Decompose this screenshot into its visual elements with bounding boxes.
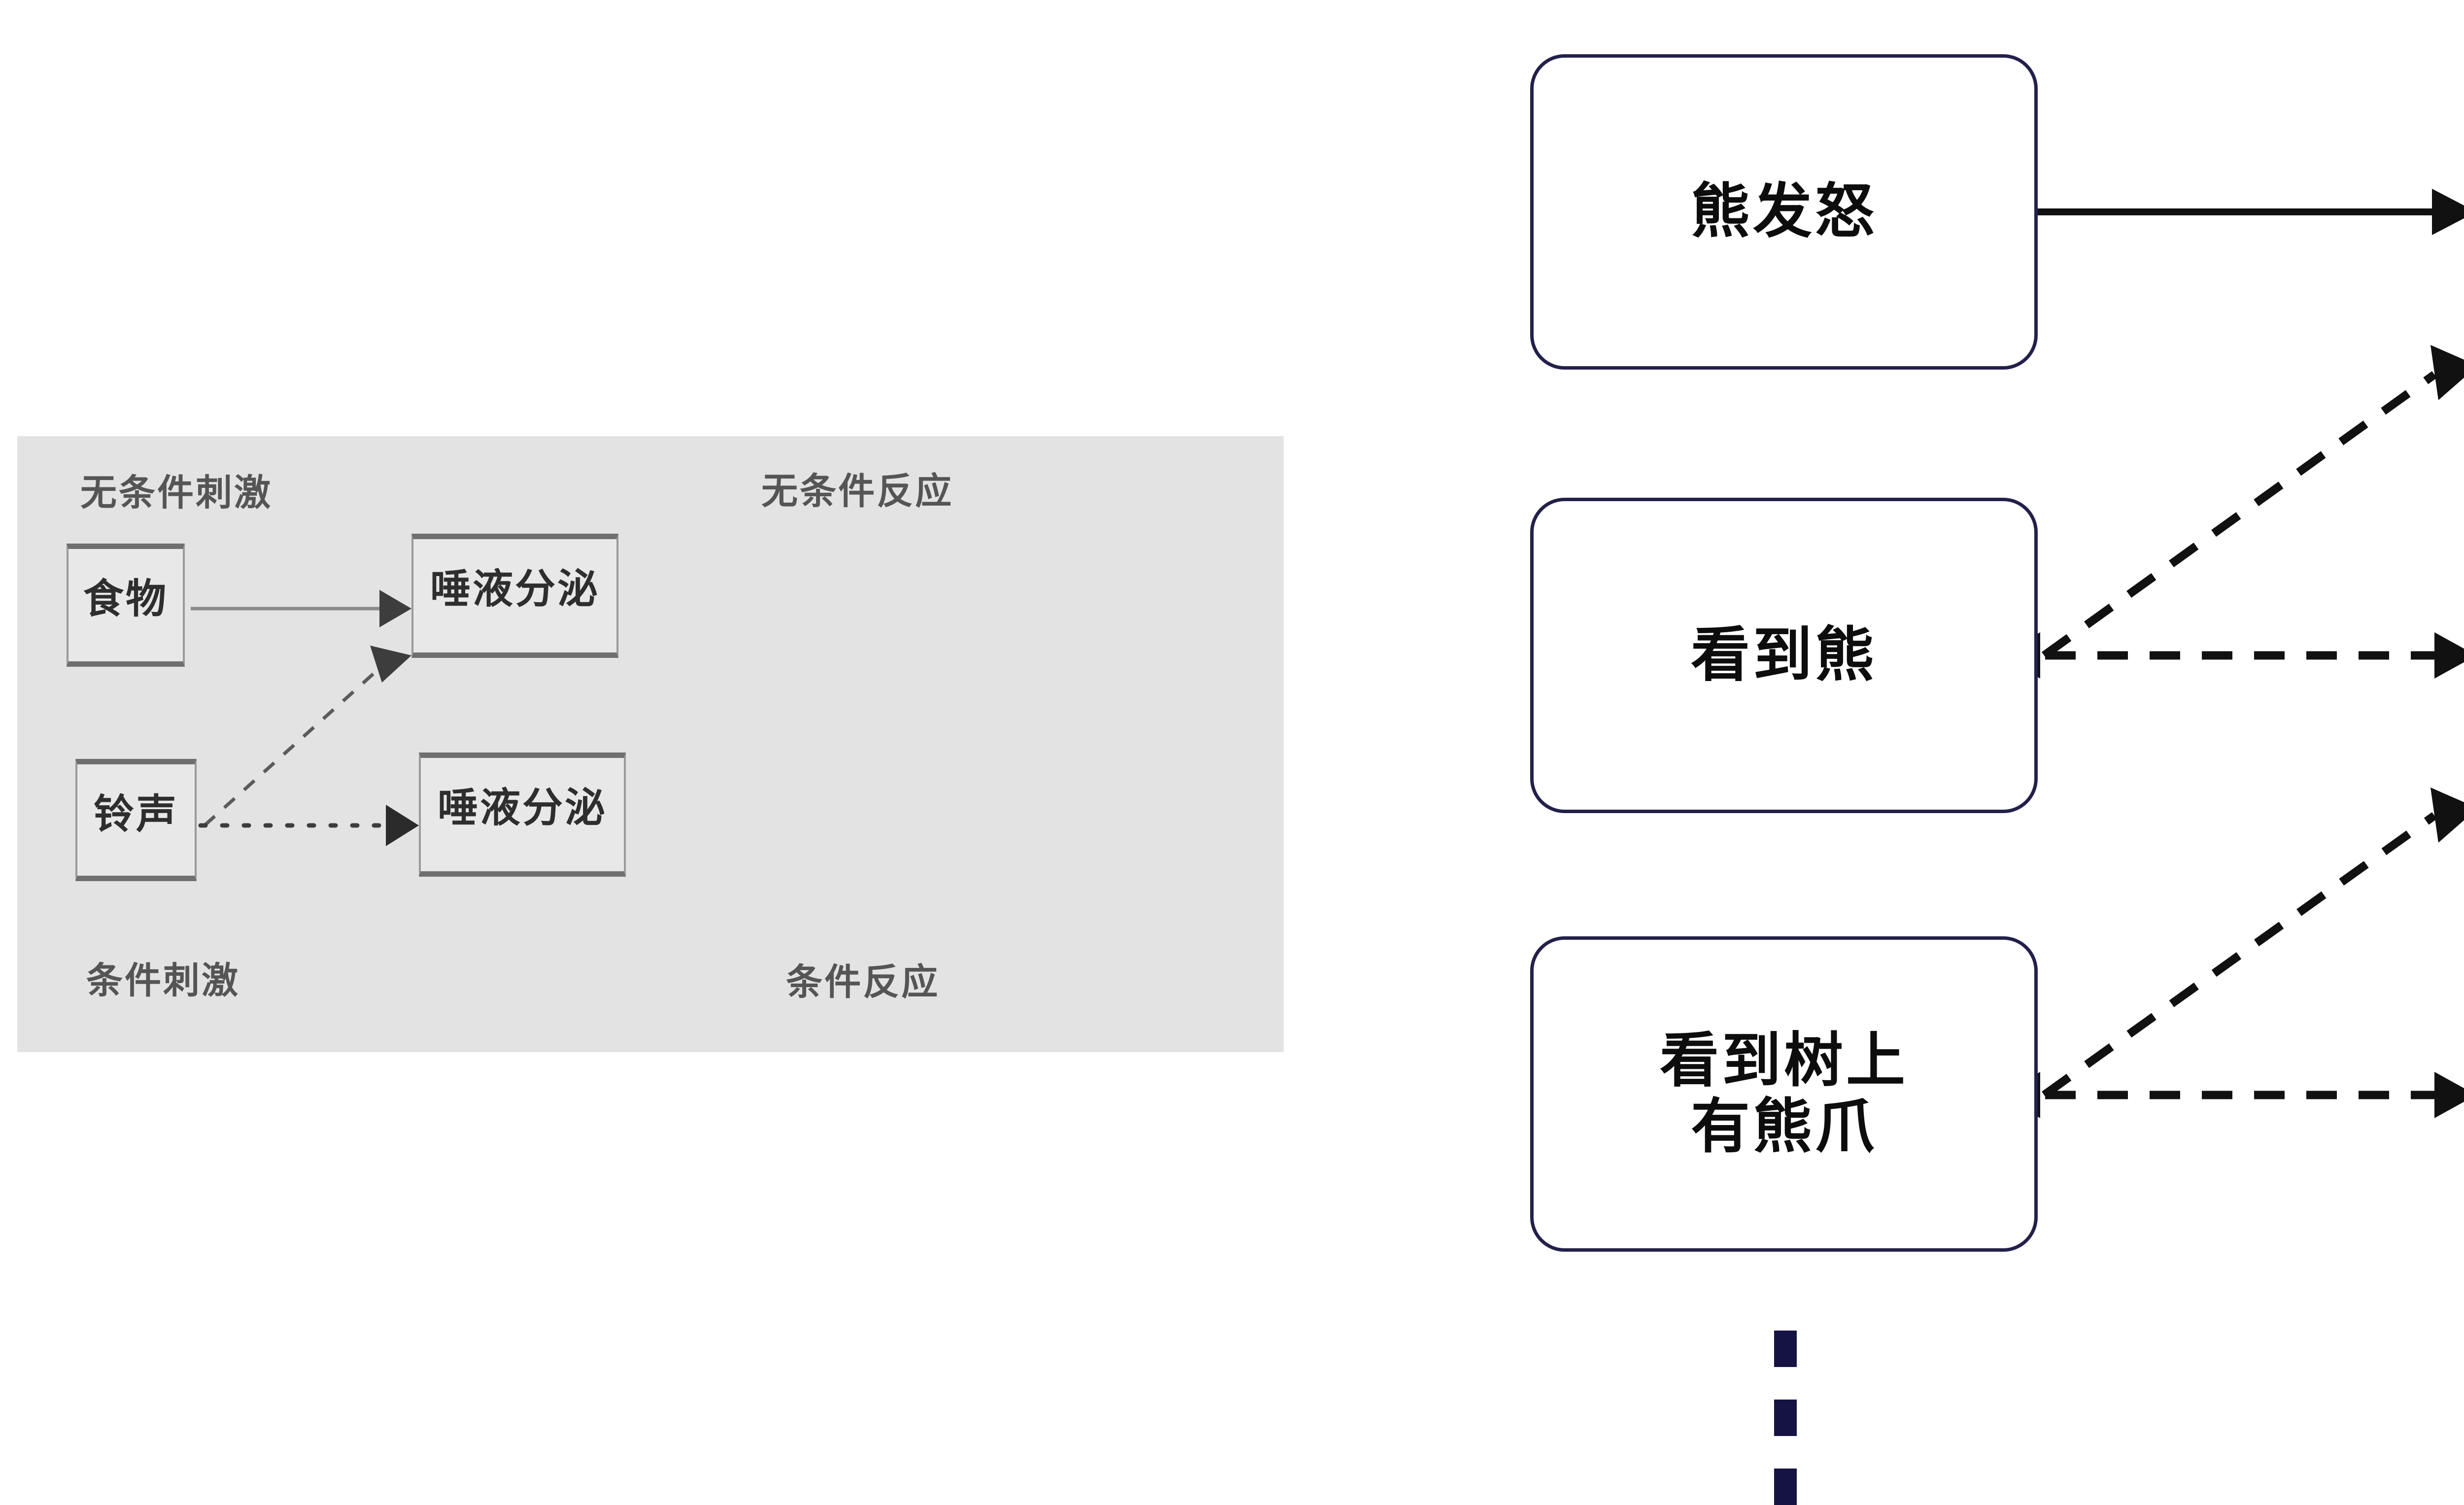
node-see-bear[interactable]: 看到熊 [1530, 498, 2038, 813]
pavlov-box-food-label: 食物 [83, 576, 168, 622]
pavlov-box-bell: 铃声 [75, 759, 197, 881]
pavlov-box-salivation-unconditioned-label: 唾液分泌 [430, 566, 600, 613]
pavlov-box-bell-label: 铃声 [93, 791, 178, 838]
node-see-claw-on-tree-label: 看到树上 有熊爪 [1660, 1026, 1908, 1161]
conditioning-arrows [191, 590, 419, 846]
classical-conditioning-panel: 无条件刺激 无条件反应 条件刺激 条件反应 食物 铃声 唾液分泌 唾液分泌 [17, 436, 1284, 1052]
pavlov-box-salivation-conditioned: 唾液分泌 [419, 752, 626, 877]
value-propagation-panel: 熊发怒 看到熊 看到树上 有熊爪 奖励 V(s′) V(s) [1429, 0, 2464, 1505]
ellipsis-left-column [1774, 1331, 1797, 1505]
value-propagation-edges [2001, 189, 2464, 1118]
node-see-claw-line1: 看到树上 [1660, 1026, 1908, 1095]
label-unconditioned-stimulus: 无条件刺激 [80, 472, 273, 514]
ellipsis-dot [1774, 1400, 1797, 1436]
node-see-claw-line2: 有熊爪 [1691, 1093, 1877, 1161]
label-conditioned-response: 条件反应 [786, 961, 940, 1003]
node-bear-angry[interactable]: 熊发怒 [1530, 54, 2038, 370]
node-bear-angry-label: 熊发怒 [1691, 177, 1877, 246]
pavlov-box-food: 食物 [67, 544, 185, 667]
pavlov-box-salivation-unconditioned: 唾液分泌 [411, 534, 618, 658]
pavlov-box-salivation-conditioned-label: 唾液分泌 [437, 785, 607, 831]
node-see-bear-label: 看到熊 [1691, 620, 1877, 689]
ellipsis-dot [1774, 1331, 1797, 1367]
label-conditioned-stimulus: 条件刺激 [86, 959, 240, 1002]
node-see-claw-on-tree[interactable]: 看到树上 有熊爪 [1530, 936, 2038, 1252]
ellipsis-dot [1774, 1469, 1797, 1505]
label-unconditioned-response: 无条件反应 [761, 470, 954, 513]
